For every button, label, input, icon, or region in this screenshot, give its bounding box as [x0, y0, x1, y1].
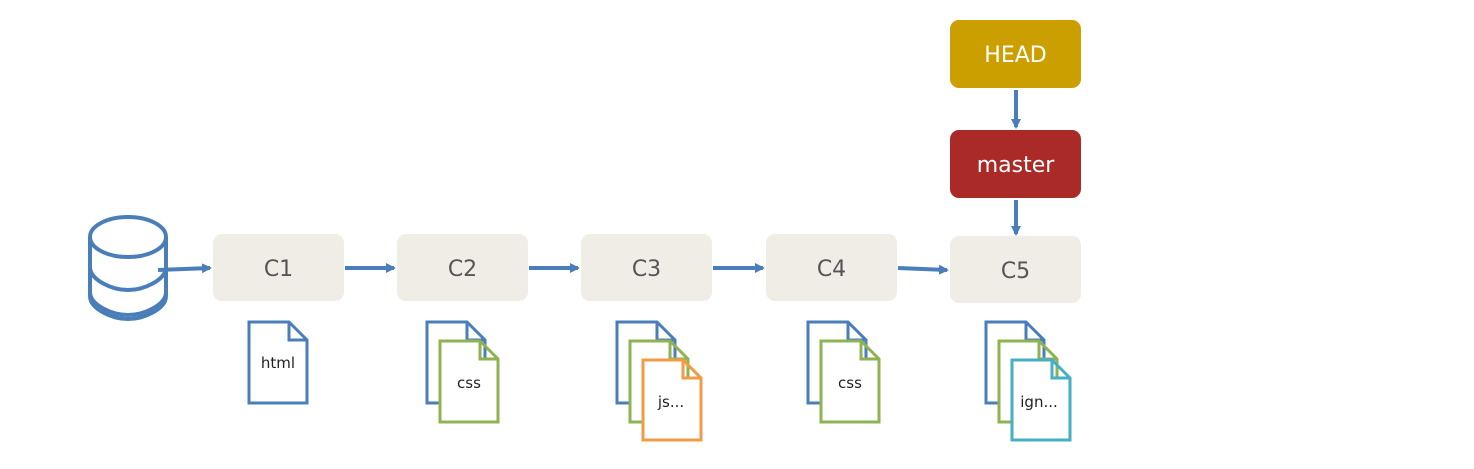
commit-node-c4: C4: [766, 234, 897, 301]
file-stack-c1: html: [247, 320, 309, 405]
commit-label: C2: [448, 257, 477, 282]
head-pointer: HEAD: [950, 20, 1081, 88]
file-stack-c3: js...: [615, 320, 703, 442]
arrow-c4-c5: [897, 264, 949, 275]
document-icon: [438, 339, 500, 424]
commit-label: C1: [264, 257, 293, 282]
document-icon: [247, 320, 309, 405]
document-icon: [641, 358, 703, 442]
file-label: css: [457, 374, 481, 392]
file-stack-c5: ign...: [984, 320, 1072, 442]
head-box: [950, 20, 1081, 88]
commit-node-c3: C3: [581, 234, 712, 301]
commit-box: [213, 234, 344, 301]
commit-box: [397, 234, 528, 301]
commit-node-c1: C1: [213, 234, 344, 301]
commit-label: C3: [632, 257, 661, 282]
file-label: js...: [657, 393, 684, 411]
file-label: ign...: [1020, 393, 1058, 411]
commit-box: [766, 234, 897, 301]
commit-node-c5: C5: [950, 236, 1081, 303]
database-cylinder-lid: [88, 215, 168, 259]
file-label: css: [838, 374, 862, 392]
commit-label: C4: [817, 257, 846, 282]
commit-node-c2: C2: [397, 234, 528, 301]
document-icon: [819, 339, 881, 424]
commit-label: C5: [1001, 259, 1030, 284]
commit-box: [581, 234, 712, 301]
master-label: master: [977, 153, 1056, 178]
file-stack-c2: css: [425, 320, 500, 424]
master-box: [950, 130, 1081, 198]
master-branch: master: [950, 130, 1081, 198]
arrow-repo-c1: [157, 263, 212, 274]
head-label: HEAD: [984, 43, 1046, 68]
database-icon: [88, 215, 168, 322]
commit-box: [950, 236, 1081, 303]
file-stack-c4: css: [806, 320, 881, 424]
document-icon: [1010, 358, 1072, 442]
file-label: html: [261, 354, 295, 372]
commit-arrows: [157, 90, 1021, 275]
